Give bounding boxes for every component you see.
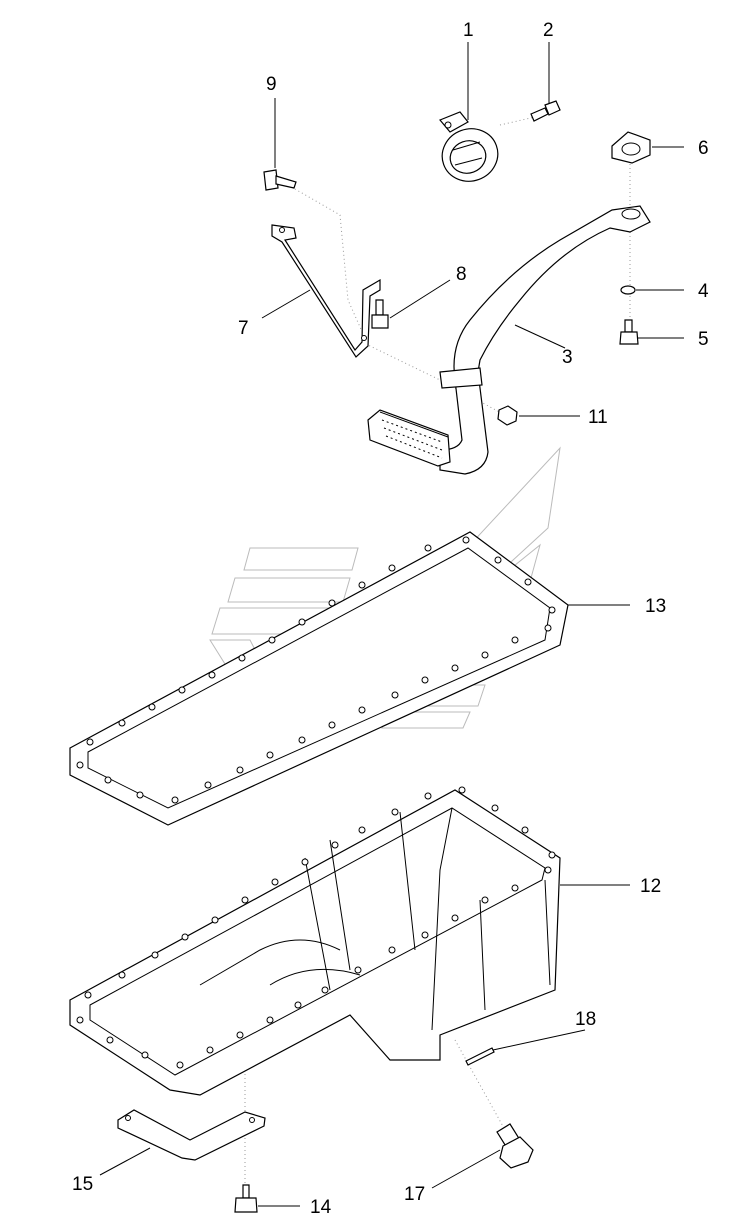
- gasket-part-13: [69, 531, 569, 826]
- bracket-part-7: [271, 224, 381, 358]
- leader-lines: [99, 42, 684, 1207]
- label-13: 13: [645, 596, 666, 617]
- bolt-part-9: [263, 169, 297, 191]
- label-18: 18: [575, 1009, 596, 1030]
- strainer-mesh: [381, 419, 443, 459]
- pin-part-18: [465, 1047, 495, 1066]
- pan-bolt-holes: [76, 786, 556, 1069]
- label-3: 3: [562, 347, 573, 368]
- label-17: 17: [404, 1184, 425, 1205]
- drain-plug-part-17: [496, 1123, 534, 1169]
- label-15: 15: [72, 1174, 93, 1195]
- label-2: 2: [543, 20, 554, 41]
- label-6: 6: [698, 138, 709, 159]
- bolt-part-2: [530, 100, 561, 122]
- label-8: 8: [456, 264, 467, 285]
- label-5: 5: [698, 329, 709, 350]
- bolt-part-5: [619, 319, 639, 345]
- label-11: 11: [588, 407, 608, 428]
- washer-part-4: [620, 285, 636, 295]
- bolt-part-14: [234, 1184, 258, 1213]
- label-9: 9: [266, 74, 277, 95]
- label-7: 7: [238, 318, 249, 339]
- oil-pan-part-12: [69, 786, 561, 1096]
- label-1: 1: [463, 20, 474, 41]
- label-14: 14: [310, 1197, 332, 1218]
- assembly-dotted-lines: [244, 116, 631, 1185]
- label-12: 12: [640, 876, 661, 897]
- flange-gasket-part-6: [611, 131, 651, 164]
- oil-pump-part-1: [439, 111, 499, 182]
- bracket-part-15: [117, 1109, 266, 1161]
- nut-part-11: [497, 405, 518, 426]
- suction-pipe-part-3: [367, 205, 651, 475]
- bolt-part-8: [371, 299, 389, 329]
- label-4: 4: [698, 281, 709, 302]
- gasket-bolt-holes: [76, 536, 556, 804]
